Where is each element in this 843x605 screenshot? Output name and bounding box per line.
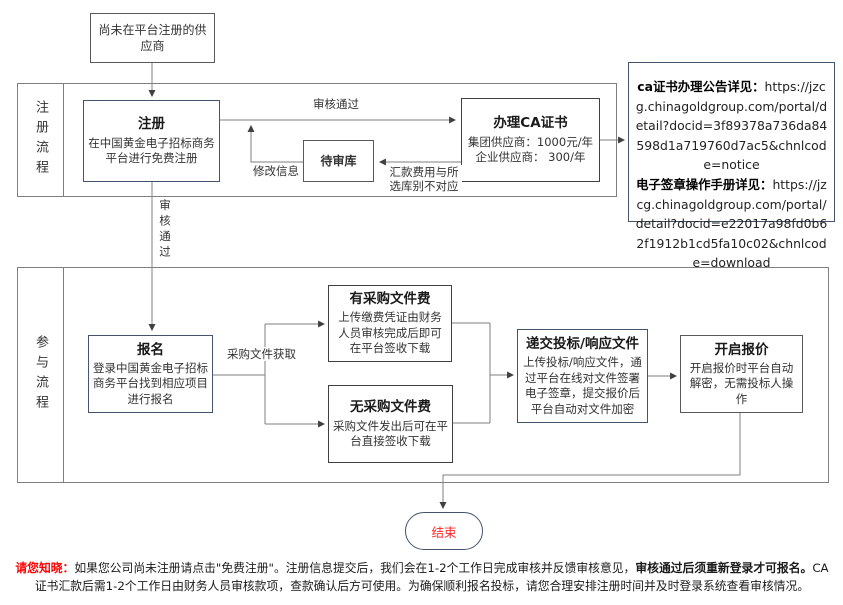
node-submit-bid-body: 上传投标/响应文件，通过平台在线对文件签署电子签章，提交报价后平台自动对文件加密 bbox=[523, 355, 642, 416]
footer-note-part2: CA证书汇款后需1-2个工作日由财务人员审核款项，查款确认后方可使用。为确保顺利… bbox=[34, 561, 829, 594]
node-end-label: 结束 bbox=[431, 524, 457, 540]
node-open-quote-body: 开启报价时平台自动解密，无需投标人操作 bbox=[689, 360, 794, 406]
lane-registration-label-cell: 注册流程 bbox=[18, 84, 64, 196]
ca-info-box: ca证书办理公告详见：https://jzcg.chinagoldgroup.c… bbox=[628, 62, 835, 270]
footer-note-prefix: 请您知晓： bbox=[15, 561, 75, 575]
node-no-doc-fee: 无采购文件费 采购文件发出后可在平台直接签收下载 bbox=[328, 385, 453, 463]
edge-label-approved-vertical: 审核通过 bbox=[158, 199, 172, 261]
node-submit-bid: 递交投标/响应文件 上传投标/响应文件，通过平台在线对文件签署电子签章，提交报价… bbox=[517, 329, 648, 423]
node-ca-certificate-line1: 集团供应商：1000元/年 bbox=[467, 134, 594, 149]
node-ca-certificate: 办理CA证书 集团供应商：1000元/年 企业供应商： 300/年 bbox=[461, 98, 600, 182]
node-signup-title: 报名 bbox=[137, 341, 164, 358]
node-with-doc-fee: 有采购文件费 上传缴费凭证由财务人员审核完成后即可在平台签收下载 bbox=[328, 285, 452, 362]
footer-note: 请您知晓：如果您公司尚未注册请点击"免费注册"。注册信息提交后，我们会在1-2个… bbox=[10, 559, 834, 596]
node-register: 注册 在中国黄金电子招标商务平台进行免费注册 bbox=[83, 100, 220, 182]
node-unregistered-supplier: 尚未在平台注册的供应商 bbox=[90, 13, 215, 63]
footer-note-part1: 如果您公司尚未注册请点击"免费注册"。注册信息提交后，我们会在1-2个工作日完成… bbox=[74, 561, 636, 575]
node-submit-bid-title: 递交投标/响应文件 bbox=[526, 335, 639, 352]
node-open-quote-title: 开启报价 bbox=[714, 341, 769, 358]
node-unregistered-supplier-label: 尚未在平台注册的供应商 bbox=[98, 22, 207, 53]
node-register-title: 注册 bbox=[138, 116, 165, 133]
edge-label-payment-mismatch: 汇款费用与所选库别不对应 bbox=[386, 165, 462, 194]
node-ca-certificate-line2: 企业供应商： 300/年 bbox=[475, 150, 586, 165]
lane-registration-label: 注册流程 bbox=[33, 100, 48, 180]
node-pending-review: 待审库 bbox=[303, 140, 374, 182]
lane-participation: 参与流程 bbox=[17, 267, 829, 483]
node-end: 结束 bbox=[405, 512, 483, 550]
node-no-doc-fee-title: 无采购文件费 bbox=[350, 399, 431, 416]
node-ca-certificate-title: 办理CA证书 bbox=[493, 115, 568, 132]
node-with-doc-fee-body: 上传缴费凭证由财务人员审核完成后即可在平台签收下载 bbox=[338, 310, 442, 356]
signature-manual-heading: 电子签章操作手册详见： bbox=[636, 176, 773, 192]
node-no-doc-fee-body: 采购文件发出后可在平台直接签收下载 bbox=[333, 418, 448, 449]
ca-notice-heading: ca证书办理公告详见： bbox=[637, 79, 765, 94]
node-open-quote: 开启报价 开启报价时平台自动解密，无需投标人操作 bbox=[680, 335, 803, 413]
ca-notice-url: https://jzcg.chinagoldgroup.com/portal/d… bbox=[635, 79, 828, 173]
lane-participation-label-cell: 参与流程 bbox=[18, 268, 64, 482]
lane-participation-label: 参与流程 bbox=[33, 335, 48, 415]
signature-manual-url: https://jzcg.chinagoldgroup.com/portal/d… bbox=[635, 176, 828, 271]
edge-label-approved-horizontal: 审核通过 bbox=[313, 97, 359, 112]
node-signup-body: 登录中国黄金电子招标商务平台找到相应项目进行报名 bbox=[93, 360, 208, 406]
lane-registration: 注册流程 bbox=[17, 83, 617, 197]
node-with-doc-fee-title: 有采购文件费 bbox=[349, 291, 431, 308]
node-register-body: 在中国黄金电子招标商务平台进行免费注册 bbox=[88, 135, 215, 166]
node-pending-review-label: 待审库 bbox=[320, 153, 357, 168]
footer-note-bold: 审核通过后须重新登录才可报名。 bbox=[635, 561, 813, 575]
edge-label-get-documents: 采购文件获取 bbox=[227, 347, 296, 362]
node-signup: 报名 登录中国黄金电子招标商务平台找到相应项目进行报名 bbox=[88, 335, 213, 413]
edge-label-modify-info: 修改信息 bbox=[253, 164, 299, 179]
